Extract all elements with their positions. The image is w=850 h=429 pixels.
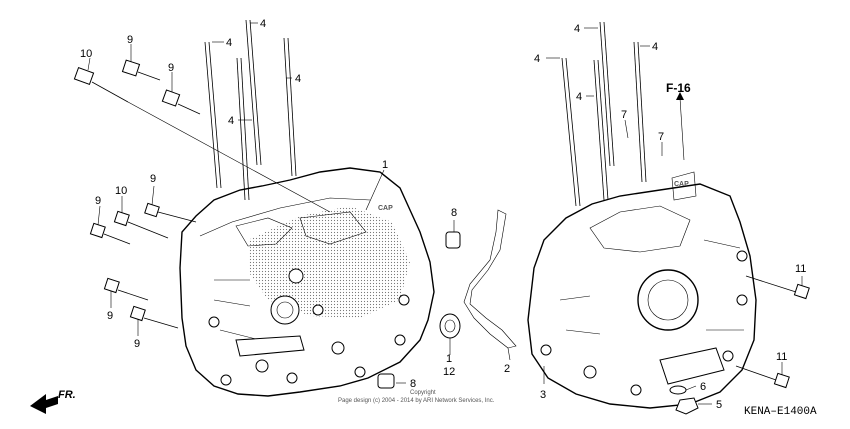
stud-bolts-right bbox=[561, 21, 647, 207]
callout-4: 4 bbox=[226, 37, 232, 49]
callout-11: 11 bbox=[776, 351, 787, 363]
callout-9: 9 bbox=[107, 310, 113, 322]
callout-4: 4 bbox=[228, 115, 234, 127]
callout-12: 12 bbox=[443, 366, 455, 378]
callout-9: 9 bbox=[134, 338, 140, 350]
front-arrow-icon bbox=[30, 394, 58, 414]
right-crankcase-half bbox=[527, 171, 757, 409]
callout-9: 9 bbox=[127, 34, 133, 46]
callout-1: 1 bbox=[446, 353, 452, 365]
callout-9: 9 bbox=[150, 173, 156, 185]
arrow-up-icon bbox=[676, 92, 684, 100]
callout-7: 7 bbox=[658, 131, 664, 143]
callout-1: 1 bbox=[382, 159, 388, 171]
callout-10: 10 bbox=[115, 185, 127, 197]
callout-9: 9 bbox=[95, 195, 101, 207]
stud-bolts-left bbox=[204, 19, 297, 201]
dowel-pins-and-seal bbox=[377, 231, 461, 389]
callout-5: 5 bbox=[716, 399, 722, 411]
callout-4: 4 bbox=[652, 41, 658, 53]
callout-8: 8 bbox=[451, 207, 457, 219]
reference-tag: F-16 bbox=[666, 81, 691, 95]
callout-4: 4 bbox=[576, 91, 582, 103]
callout-4: 4 bbox=[260, 18, 266, 30]
callout-2: 2 bbox=[504, 363, 510, 375]
callout-6: 6 bbox=[700, 381, 706, 393]
copyright-line: Copyright bbox=[410, 390, 436, 396]
case-bolts-upper bbox=[73, 59, 331, 213]
callout-4: 4 bbox=[295, 73, 301, 85]
case-gasket bbox=[463, 209, 517, 349]
left-crankcase-half bbox=[179, 167, 435, 397]
callout-10: 10 bbox=[80, 48, 92, 60]
case-bolts-left-side bbox=[89, 202, 197, 329]
callout-7: 7 bbox=[621, 109, 627, 121]
leader-lines bbox=[87, 22, 803, 405]
cap-label: CAP bbox=[674, 181, 689, 188]
callout-11: 11 bbox=[795, 263, 806, 275]
callout-4: 4 bbox=[574, 23, 580, 35]
callout-3: 3 bbox=[540, 389, 546, 401]
cap-label: CAP bbox=[378, 205, 393, 212]
callout-4: 4 bbox=[534, 53, 540, 65]
figure-code: KENA–E1400A bbox=[744, 406, 817, 418]
front-label: FR. bbox=[58, 389, 76, 401]
copyright-notice: Page design (c) 2004 - 2014 by ARI Netwo… bbox=[338, 398, 495, 404]
callout-9: 9 bbox=[168, 62, 174, 74]
callout-8: 8 bbox=[410, 378, 416, 390]
